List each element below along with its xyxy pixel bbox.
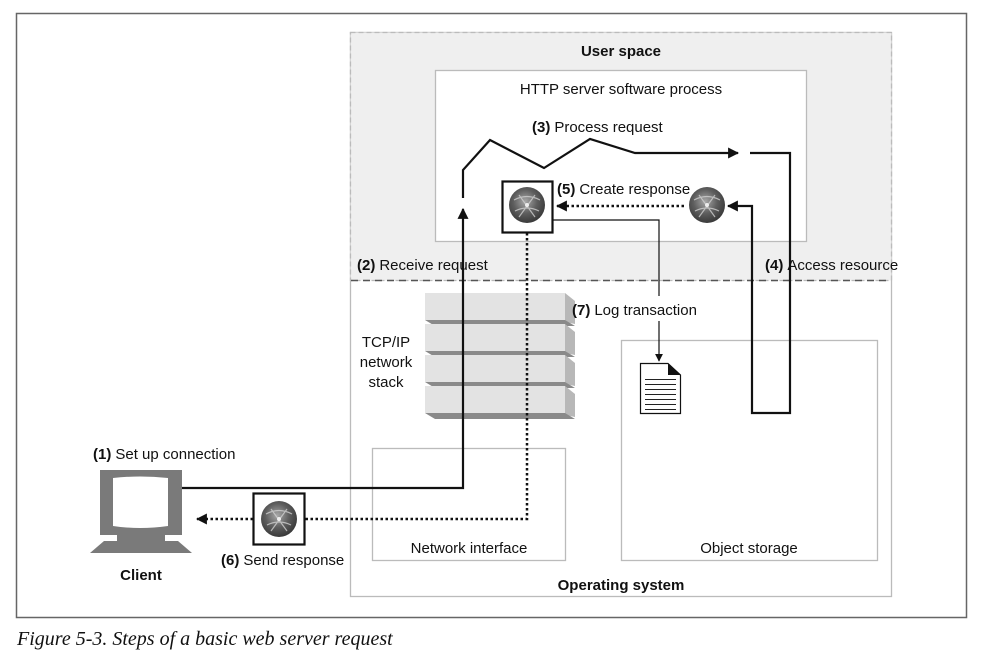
stack-layer <box>425 293 575 326</box>
step-6-num: (6) <box>221 552 239 569</box>
client-label: Client <box>120 567 162 584</box>
step-3-label: (3)Process request <box>532 119 664 136</box>
step-7-num: (7) <box>572 302 590 319</box>
log-transaction-path <box>553 219 660 296</box>
step-3-num: (3) <box>532 119 550 136</box>
http-process-title: HTTP server software process <box>520 81 722 98</box>
network-interface-label: Network interface <box>411 540 528 557</box>
access-resource-path <box>726 151 792 415</box>
stack-layer <box>425 386 575 419</box>
step-2-num: (2) <box>357 257 375 274</box>
step-7-text: Log transaction <box>594 302 697 319</box>
operating-system-title: Operating system <box>558 577 685 594</box>
response-transit-box <box>252 492 306 546</box>
globe-resource-icon <box>689 187 725 223</box>
step-4-text: Access resource <box>787 257 898 274</box>
http-process-box <box>434 69 808 243</box>
figure-caption: Figure 5-3. Steps of a basic web server … <box>17 628 393 650</box>
step-1-label: (1)Set up connection <box>93 446 235 463</box>
object-storage-label: Object storage <box>700 540 798 557</box>
globe-resource-icon <box>509 187 545 223</box>
step-5-num: (5) <box>557 181 575 198</box>
stack-layer <box>425 324 575 357</box>
tcp-stack-label-2: network <box>360 354 413 371</box>
user-space-title: User space <box>581 43 661 60</box>
step-4-num: (4) <box>765 257 783 274</box>
step-2-text: Receive request <box>379 257 488 274</box>
send-response-path <box>195 233 529 525</box>
step-2-label: (2)Receive request <box>357 257 489 274</box>
process-request-path <box>461 137 740 198</box>
request-path-line <box>182 207 469 490</box>
step-5-label: (5)Create response <box>557 181 690 198</box>
object-storage-box <box>620 339 879 562</box>
tcp-stack-label-1: TCP/IP <box>362 334 410 351</box>
tcp-stack-label-3: stack <box>368 374 404 391</box>
document-icon <box>639 362 682 415</box>
step-5-text: Create response <box>579 181 690 198</box>
globe-resource-icon <box>261 501 297 537</box>
step-6-text: Send response <box>243 552 344 569</box>
step-3-text: Process request <box>554 119 663 136</box>
step-1-text: Set up connection <box>115 446 235 463</box>
step-7-label: (7)Log transaction <box>572 302 697 319</box>
tcp-ip-stack-icon <box>425 293 575 419</box>
desktop-computer-icon <box>90 470 192 553</box>
network-interface-box <box>371 447 567 562</box>
step-4-label: (4)Access resource <box>765 257 898 274</box>
stack-layer <box>425 355 575 388</box>
step-6-label: (6)Send response <box>221 552 344 569</box>
step-1-num: (1) <box>93 446 111 463</box>
response-resource-box <box>501 180 554 234</box>
